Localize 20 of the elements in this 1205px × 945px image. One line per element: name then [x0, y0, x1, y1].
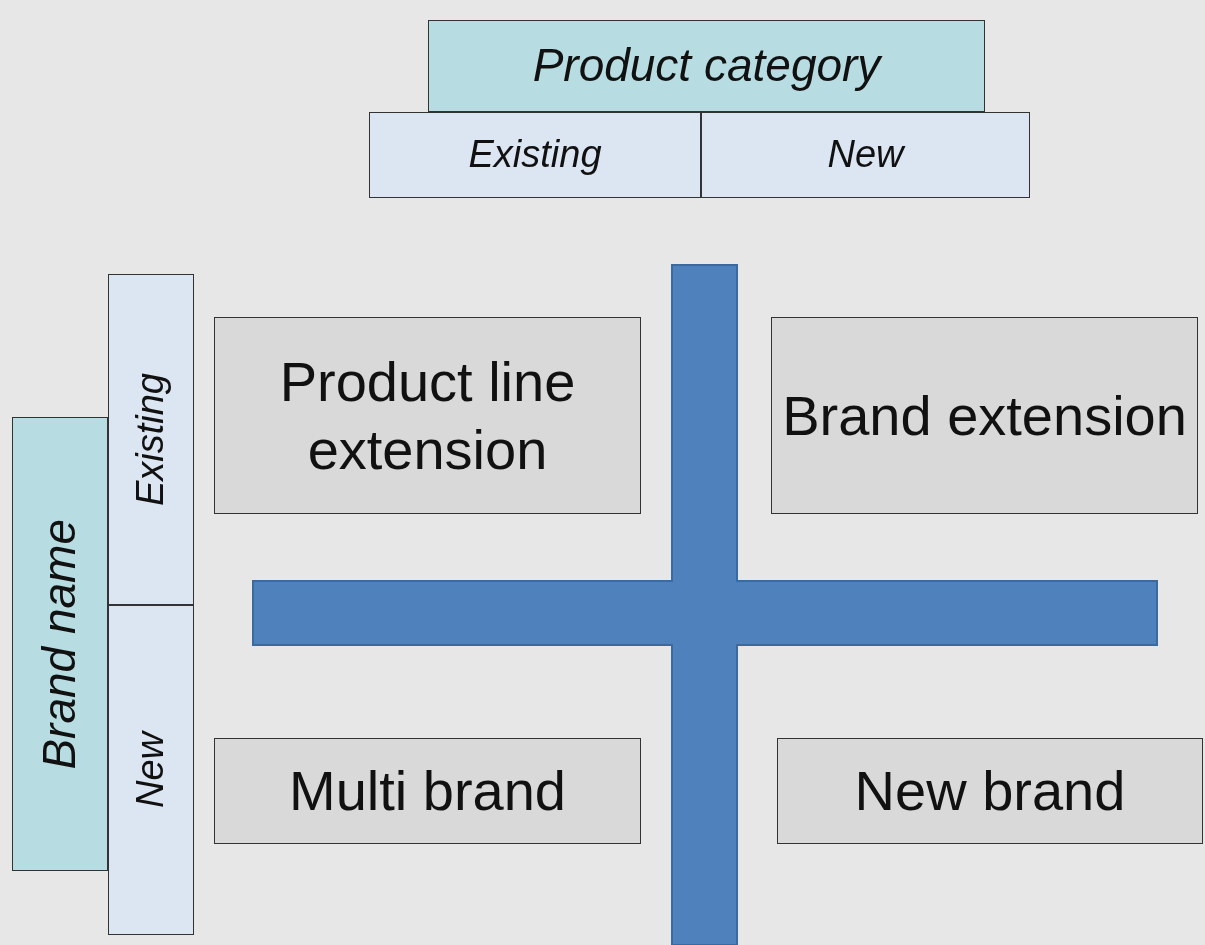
- box-label: Product category: [532, 38, 881, 94]
- box-label: New: [128, 732, 173, 808]
- column-header: [369, 112, 701, 198]
- box-label: New: [827, 132, 904, 178]
- box-label: Existing: [128, 372, 173, 507]
- column-header: [701, 112, 1030, 198]
- quadrant-box: [214, 738, 641, 844]
- header-box: [428, 20, 985, 112]
- quadrant-box: [777, 738, 1203, 844]
- box-label: Brand name: [32, 518, 87, 770]
- quadrant-box: [771, 317, 1198, 514]
- row-header: [108, 605, 194, 935]
- box-label: Multi brand: [289, 758, 566, 825]
- header-box: [12, 417, 108, 871]
- box-label: New brand: [854, 758, 1126, 825]
- box-label: Brand extension: [782, 382, 1187, 449]
- box-label: Product line extension: [278, 349, 577, 483]
- box-label: Existing: [468, 132, 602, 178]
- row-header: [108, 274, 194, 605]
- quadrant-box: [214, 317, 641, 514]
